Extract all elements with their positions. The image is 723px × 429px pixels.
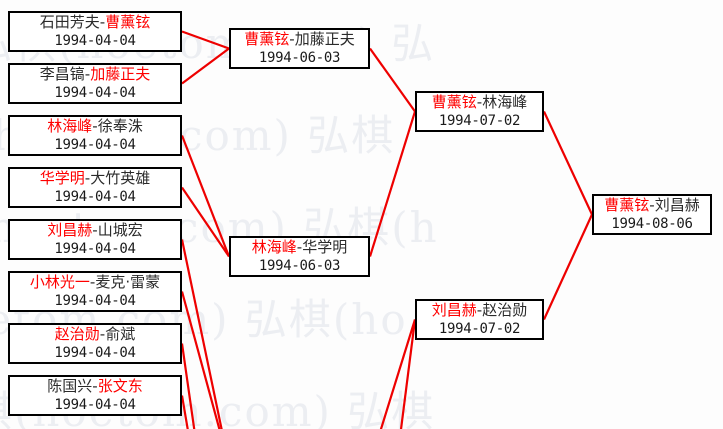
player-separator: - (289, 30, 295, 48)
bracket-connector (379, 319, 417, 429)
match-players: 刘昌赫-山城宏 (10, 221, 180, 240)
match-date: 1994-07-02 (438, 321, 521, 337)
player-right: 加藤正夫 (294, 30, 355, 48)
player-separator: - (99, 13, 106, 31)
player-separator: - (92, 377, 98, 395)
match-players: 林海峰-徐奉洙 (10, 117, 180, 136)
player-left: 林海峰 (251, 238, 297, 256)
player-left: 陈国兴 (47, 377, 93, 395)
bracket-connector (180, 135, 231, 257)
player-left: 华学明 (39, 169, 85, 187)
player-right: 曹薰铉 (105, 13, 151, 31)
player-left: 曹薰铉 (431, 93, 477, 111)
match-date: 1994-04-04 (54, 137, 136, 153)
match-players: 陈国兴-张文东 (10, 377, 180, 396)
bracket-connector (543, 111, 593, 215)
match-date: 1994-04-04 (54, 85, 136, 101)
match-date: 1994-08-06 (611, 216, 693, 232)
player-right: 徐奉洙 (97, 117, 143, 135)
match-date: 1994-04-04 (54, 241, 136, 257)
bracket-connector (181, 30, 230, 50)
player-left: 李昌镐 (39, 65, 85, 83)
player-separator: - (649, 196, 655, 214)
match-date: 1994-04-04 (54, 293, 136, 309)
player-left: 石田芳夫 (39, 13, 100, 31)
player-separator: - (476, 301, 483, 319)
match-players: 曹薰铉-林海峰 (417, 93, 542, 112)
player-right: 张文东 (97, 377, 143, 395)
player-separator: - (92, 221, 98, 239)
player-separator: - (89, 273, 96, 291)
player-left: 小林光一 (29, 273, 90, 291)
player-right: 华学明 (302, 238, 348, 256)
bracket-connector (368, 111, 417, 257)
match-players: 华学明-大竹英雄 (10, 169, 180, 188)
match-players: 李昌镐-加藤正夫 (10, 65, 180, 84)
bracket-connector (181, 47, 230, 85)
player-left: 赵治勋 (54, 325, 100, 343)
bracket-connector (399, 319, 417, 429)
player-right: 麦克·雷蒙 (95, 273, 161, 291)
match-players: 石田芳夫-曹薰铉 (10, 13, 180, 32)
match-date: 1994-04-04 (54, 397, 136, 413)
match-players: 曹薰铉-刘昌赫 (594, 196, 710, 215)
match-players: 赵治勋-俞斌 (10, 325, 180, 344)
match-date: 1994-04-04 (54, 33, 136, 49)
bracket-connector (180, 395, 189, 429)
bracket-connector (180, 343, 196, 429)
match-players: 小林光一-麦克·雷蒙 (10, 273, 180, 292)
player-left: 刘昌赫 (47, 221, 93, 239)
player-right: 大竹英雄 (90, 169, 151, 187)
bracket-connector (181, 186, 230, 258)
player-separator: - (84, 65, 91, 83)
player-right: 加藤正夫 (90, 65, 151, 83)
bracket-connector (369, 47, 416, 113)
match-players: 曹薰铉-加藤正夫 (231, 30, 368, 49)
match-date: 1994-07-02 (438, 113, 521, 129)
player-left: 刘昌赫 (431, 301, 477, 319)
match-players: 林海峰-华学明 (231, 238, 368, 257)
match-date: 1994-04-04 (54, 345, 136, 361)
player-left: 林海峰 (47, 117, 93, 135)
match-date: 1994-06-03 (258, 50, 341, 66)
match-date: 1994-06-03 (258, 258, 341, 274)
player-right: 赵治勋 (482, 301, 528, 319)
match-date: 1994-04-04 (54, 189, 136, 205)
player-left: 曹薰铉 (604, 196, 650, 214)
bracket-connector (180, 291, 221, 429)
player-separator: - (84, 169, 91, 187)
bracket-connector (542, 214, 594, 320)
player-separator: - (296, 238, 303, 256)
player-separator: - (92, 117, 98, 135)
player-separator: - (476, 93, 483, 111)
player-right: 林海峰 (482, 93, 528, 111)
bracket-connector (180, 239, 223, 429)
player-right: 山城宏 (97, 221, 143, 239)
player-right: 俞斌 (105, 325, 136, 343)
player-separator: - (99, 325, 106, 343)
player-right: 刘昌赫 (654, 196, 700, 214)
player-left: 曹薰铉 (244, 30, 290, 48)
match-players: 刘昌赫-赵治勋 (417, 301, 542, 320)
